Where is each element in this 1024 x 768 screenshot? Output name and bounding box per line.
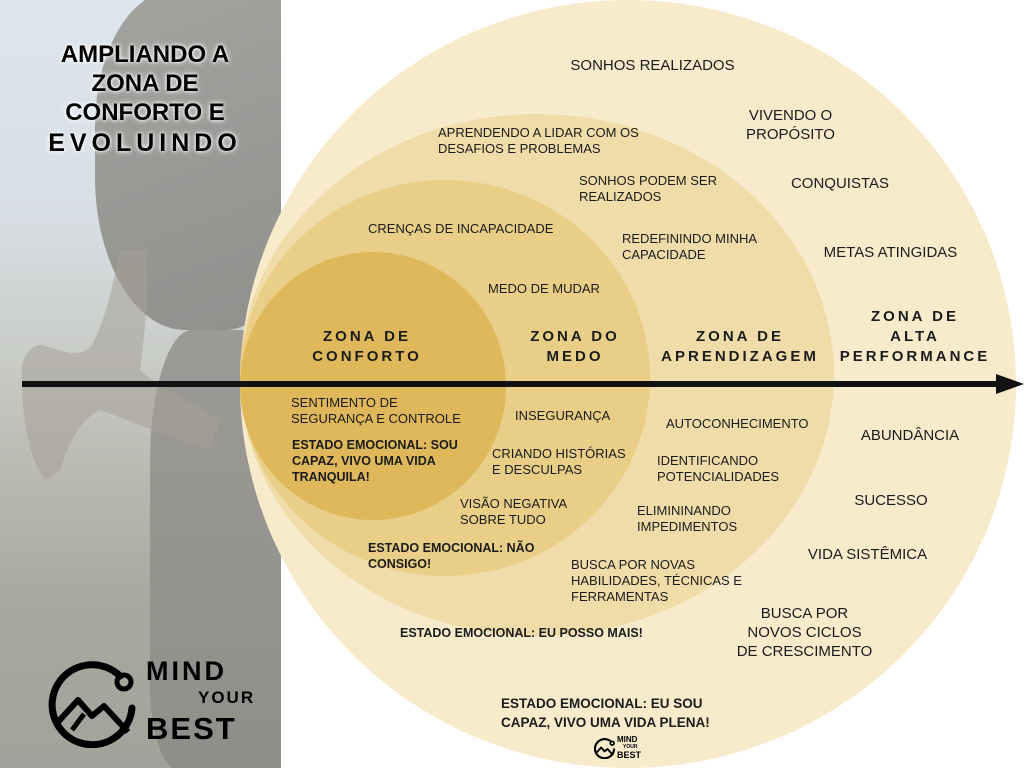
label-vida-sistemica: VIDA SISTÊMICA (807, 546, 928, 563)
logo-mind: MIND (146, 656, 227, 686)
mountain-sun-logo-icon (48, 661, 136, 748)
label-estado-aprendizagem: ESTADO EMOCIONAL: EU POSSO MAIS! (400, 626, 643, 640)
zone-label-high-performance: ZONA DE ALTA PERFORMANCE (839, 308, 991, 365)
label-visao: VISÃO NEGATIVA SOBRE TUDO (460, 496, 568, 527)
mind-your-best-logo: MIND YOUR BEST (48, 656, 253, 748)
small-logo-best: BEST (617, 750, 642, 760)
label-crencas: CRENÇAS DE INCAPACIDADE (368, 221, 554, 236)
small-logo: MIND YOUR BEST (594, 735, 646, 761)
logo-your: YOUR (198, 688, 256, 707)
title-line-2: ZONA DE (91, 70, 199, 97)
label-metas: METAS ATINGIDAS (823, 244, 958, 261)
label-inseguranca: INSEGURANÇA (515, 408, 611, 423)
label-conquistas: CONQUISTAS (790, 175, 890, 192)
label-autoconhecimento: AUTOCONHECIMENTO (666, 416, 809, 431)
label-sonhos-podem: SONHOS PODEM SER REALIZADOS (579, 173, 717, 204)
label-estado-alta: ESTADO EMOCIONAL: EU SOU CAPAZ, VIVO UMA… (501, 696, 710, 730)
climber-silhouette (21, 250, 220, 480)
label-estado-medo: ESTADO EMOCIONAL: NÃO CONSIGO! (368, 541, 535, 571)
label-sonhos-realizados: SONHOS REALIZADOS (570, 57, 735, 74)
label-identificando: IDENTIFICANDO POTENCIALIDADES (657, 453, 780, 484)
title-line-1: AMPLIANDO A (60, 41, 230, 68)
logo-best: BEST (146, 711, 237, 746)
small-logo-mind: MIND (617, 735, 638, 744)
label-estado-conforto: ESTADO EMOCIONAL: SOU CAPAZ, VIVO UMA VI… (292, 438, 458, 484)
axis-line (22, 381, 1002, 387)
label-criando: CRIANDO HISTÓRIAS E DESCULPAS (492, 446, 626, 477)
zone-label-learning: ZONA DE APRENDIZAGEM (661, 328, 819, 365)
small-logo-your: YOUR (623, 744, 638, 750)
label-abundancia: ABUNDÂNCIA (860, 427, 960, 444)
label-medo-mudar: MEDO DE MUDAR (488, 281, 600, 296)
label-busca-ciclos: BUSCA POR NOVOS CICLOS DE CRESCIMENTO (736, 605, 873, 660)
page-title: AMPLIANDO A ZONA DE CONFORTO E EVOLUINDO (20, 40, 270, 158)
label-aprendendo: APRENDENDO A LIDAR COM OS DESAFIOS E PRO… (438, 125, 639, 156)
title-line-4: EVOLUINDO (48, 129, 242, 157)
zone-label-fear: ZONA DO MEDO (530, 328, 620, 365)
label-busca-habilidades: BUSCA POR NOVAS HABILIDADES, TÉCNICAS E … (571, 557, 742, 604)
zone-label-comfort: ZONA DE CONFORTO (312, 328, 422, 365)
label-sucesso: SUCESSO (854, 492, 928, 509)
small-mountain-logo-icon (594, 738, 616, 759)
label-sentimento: SENTIMENTO DE SEGURANÇA E CONTROLE (291, 395, 461, 426)
axis-arrow-icon (996, 374, 1024, 394)
title-line-3: CONFORTO E (65, 99, 225, 126)
label-redefinindo: REDEFININDO MINHA CAPACIDADE (622, 231, 758, 262)
label-vivendo-proposito: VIVENDO O PROPÓSITO (746, 107, 835, 143)
label-eliminando: ELIMININANDO IMPEDIMENTOS (637, 503, 738, 534)
